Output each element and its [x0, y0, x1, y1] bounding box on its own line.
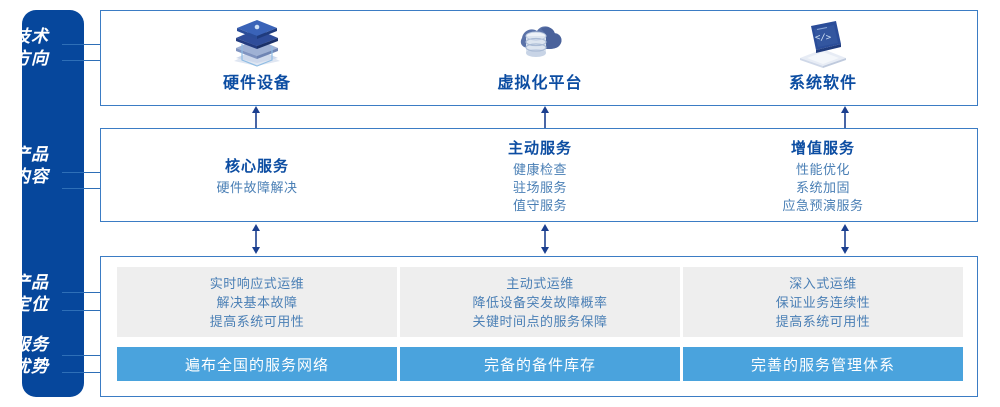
tech-cell-system-software[interactable]: </> 系统软件	[677, 17, 969, 101]
tech-label-virtualization: 虚拟化平台	[497, 75, 583, 92]
positioning-box-realtime[interactable]: 实时响应式运维 解决基本故障 提高系统可用性	[117, 267, 397, 337]
content-line-proactive-2: 驻场服务	[512, 180, 567, 195]
sidebar	[22, 10, 84, 397]
tech-cell-virtualization[interactable]: 虚拟化平台	[394, 17, 686, 101]
arrow-bidirectional-right	[839, 224, 851, 254]
sidebar-item-product-content[interactable]: 产品 内容	[0, 144, 62, 188]
positioning-box-indepth[interactable]: 深入式运维 保证业务连续性 提高系统可用性	[683, 267, 963, 337]
laptop-code-icon: </>	[794, 17, 852, 68]
sidebar-label-content-line1: 产品	[13, 145, 49, 164]
positioning-line-2-3: 关键时间点的服务保障	[472, 313, 608, 329]
content-line-proactive-3: 值守服务	[512, 198, 567, 213]
connector-advantage-top	[62, 355, 100, 356]
arrow-bidirectional-left	[250, 224, 262, 254]
sidebar-label-advantage-line1: 服务	[13, 335, 49, 354]
positioning-advantage-panel: 实时响应式运维 解决基本故障 提高系统可用性 主动式运维 降低设备突发故障概率 …	[100, 256, 978, 397]
sidebar-item-tech-direction[interactable]: 技术 方向	[0, 26, 62, 70]
sidebar-label-advantage-line2: 优势	[13, 357, 49, 376]
content-title-proactive-service: 主动服务	[507, 140, 572, 157]
arrow-bidirectional-center	[539, 224, 551, 254]
content-line-core-1: 硬件故障解决	[216, 180, 298, 195]
server-stack-icon	[228, 17, 286, 67]
sidebar-item-product-positioning[interactable]: 产品 定位	[0, 272, 62, 316]
cloud-database-icon	[511, 17, 569, 67]
content-cell-value-added-service[interactable]: 增值服务 性能优化 系统加固 应急预演服务	[677, 129, 969, 223]
sidebar-label-tech-line1: 技术	[13, 27, 49, 46]
advantage-bar-management[interactable]: 完善的服务管理体系	[683, 347, 963, 381]
connector-tech-bottom	[62, 60, 100, 61]
connector-position-top	[62, 292, 100, 293]
content-line-proactive-1: 健康检查	[512, 162, 567, 177]
content-line-value-3: 应急预演服务	[782, 198, 864, 213]
advantage-bar-network[interactable]: 遍布全国的服务网络	[117, 347, 397, 381]
sidebar-label-position-line1: 产品	[13, 273, 49, 292]
sidebar-label-tech-line2: 方向	[13, 49, 49, 68]
content-line-value-1: 性能优化	[795, 162, 850, 177]
sidebar-item-service-advantage[interactable]: 服务 优势	[0, 334, 62, 378]
sidebar-label-position-line2: 定位	[13, 295, 49, 314]
positioning-line-1-1: 实时响应式运维	[209, 275, 305, 291]
positioning-line-2-2: 降低设备突发故障概率	[472, 294, 608, 310]
positioning-box-proactive[interactable]: 主动式运维 降低设备突发故障概率 关键时间点的服务保障	[400, 267, 680, 337]
tech-label-hardware: 硬件设备	[222, 75, 291, 92]
advantage-label-spare-parts: 完备的备件库存	[483, 356, 596, 374]
advantage-label-management: 完善的服务管理体系	[750, 356, 895, 374]
sidebar-label-content-line2: 内容	[13, 167, 49, 186]
advantage-bar-spare-parts[interactable]: 完备的备件库存	[400, 347, 680, 381]
connector-tech-top	[62, 44, 100, 45]
positioning-line-1-2: 解决基本故障	[216, 294, 298, 310]
tech-cell-hardware[interactable]: 硬件设备	[111, 17, 403, 101]
positioning-line-2-1: 主动式运维	[506, 275, 574, 291]
positioning-line-1-3: 提高系统可用性	[209, 313, 305, 329]
content-cell-proactive-service[interactable]: 主动服务 健康检查 驻场服务 值守服务	[394, 129, 686, 223]
tech-label-system-software: 系统软件	[788, 75, 857, 92]
svg-text:</>: </>	[815, 33, 832, 43]
product-content-panel: 核心服务 硬件故障解决 主动服务 健康检查 驻场服务 值守服务 增值服务 性能优…	[100, 128, 978, 222]
content-title-value-added-service: 增值服务	[790, 140, 855, 157]
connector-content-bottom	[62, 188, 100, 189]
advantage-label-network: 遍布全国的服务网络	[184, 356, 329, 374]
arrow-up-hardware	[250, 106, 262, 128]
positioning-line-3-3: 提高系统可用性	[775, 313, 871, 329]
content-line-value-2: 系统加固	[795, 180, 850, 195]
connector-position-bottom	[62, 310, 100, 311]
content-cell-core-service[interactable]: 核心服务 硬件故障解决	[111, 129, 403, 223]
arrow-up-system-software	[839, 106, 851, 128]
arrow-up-virtualization	[539, 106, 551, 128]
connector-advantage-bottom	[62, 372, 100, 373]
content-title-core-service: 核心服务	[224, 158, 289, 175]
tech-direction-panel: 硬件设备 虚拟化平台	[100, 10, 978, 106]
positioning-line-3-2: 保证业务连续性	[775, 294, 871, 310]
connector-content-top	[62, 172, 100, 173]
positioning-line-3-1: 深入式运维	[789, 275, 857, 291]
